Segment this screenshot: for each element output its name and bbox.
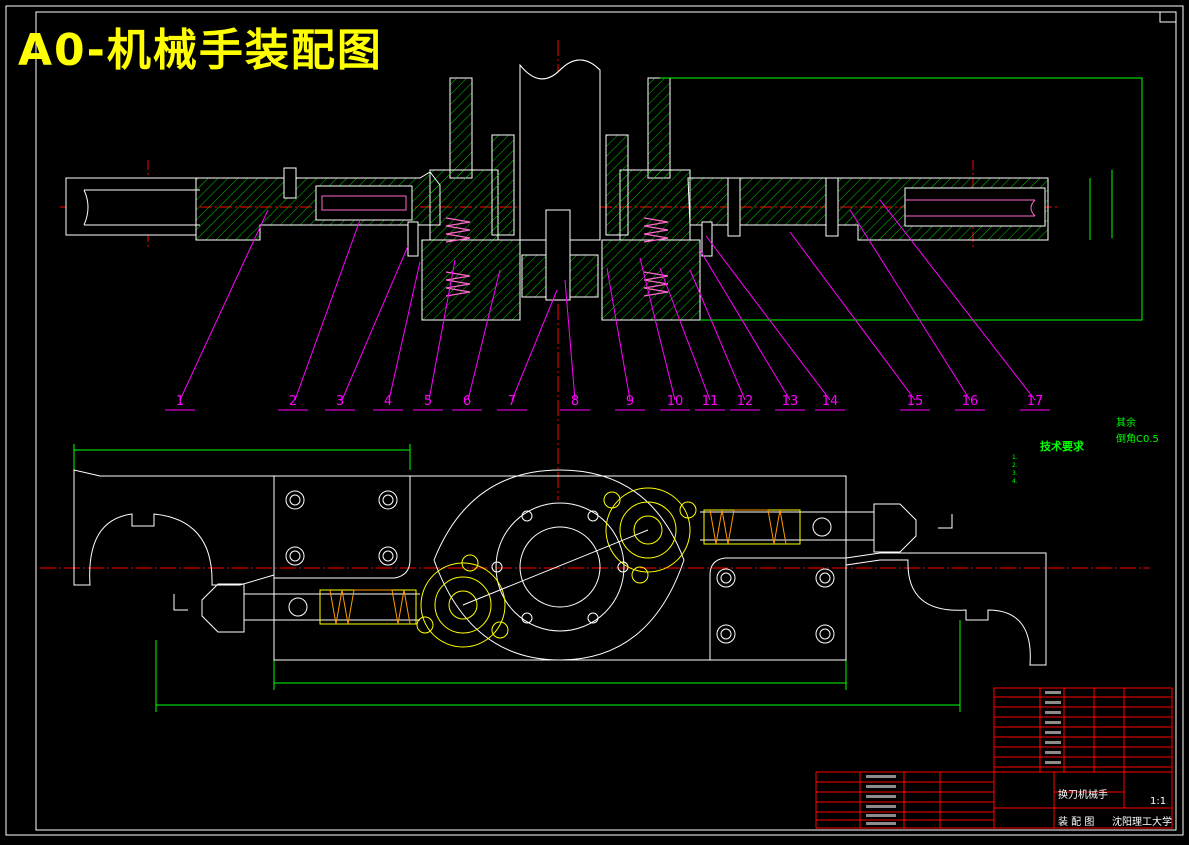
scale: 1:1 [1150, 796, 1167, 807]
cam-lever-right [603, 487, 697, 584]
link-rod [462, 529, 649, 606]
bushing-right [605, 134, 629, 236]
drawing-title: A0-机械手装配图 [18, 25, 383, 76]
housing-right-mid [619, 169, 691, 241]
school-name: 沈阳理工大学 [1112, 817, 1172, 828]
dimension-frame [660, 77, 1143, 321]
tech-requirement-line: 4. [1012, 478, 1018, 485]
balloon-1: 1 [175, 394, 185, 409]
view-mark-left [173, 594, 188, 611]
housing-left-upper [449, 77, 473, 179]
spring-right [709, 509, 787, 545]
plunger-right [700, 503, 917, 553]
inner-frame [35, 11, 1177, 831]
disc-springs-right [643, 217, 669, 297]
rotor-arc [433, 469, 685, 661]
tech-requirements-heading: 技术要求 [1040, 440, 1084, 453]
shaft-break [519, 59, 601, 80]
plate-step-left [274, 475, 411, 579]
balloon-2: 2 [288, 394, 298, 409]
part-name: 换刀机械手 [1058, 790, 1108, 801]
balloon-13: 13 [781, 394, 799, 409]
arm-left-slot [315, 185, 413, 221]
balloon-8: 8 [570, 394, 580, 409]
hub-inner [519, 526, 601, 608]
jaw-right [845, 552, 1047, 666]
screw-left-2 [407, 221, 419, 257]
corner-mark [1159, 11, 1177, 23]
housing-left-lower [421, 239, 521, 321]
balloon-5: 5 [423, 394, 433, 409]
outer-frame [5, 5, 1184, 836]
screw-left [283, 167, 297, 199]
tech-requirement-line: 1. [1012, 454, 1018, 461]
arm-left-pin [321, 195, 407, 211]
balloon-11: 11 [701, 394, 719, 409]
balloon-17: 17 [1026, 394, 1044, 409]
balloon-15: 15 [906, 394, 924, 409]
tech-requirement-line: 2. [1012, 462, 1018, 469]
jaw-left [73, 469, 275, 586]
housing-right-upper [647, 77, 671, 179]
balloon-16: 16 [961, 394, 979, 409]
balloon-6: 6 [462, 394, 472, 409]
center-bolt [545, 209, 571, 301]
gripper-left-groove [83, 189, 200, 226]
screw-right-3 [701, 221, 713, 257]
title-block-fill [866, 691, 1061, 825]
drawing-type: 装 配 图 [1058, 817, 1095, 828]
bushing-left [491, 134, 515, 236]
housing-right-lower [601, 239, 701, 321]
balloon-12: 12 [736, 394, 754, 409]
screw-right-1 [727, 177, 741, 237]
disc-springs-left [445, 217, 471, 297]
plate-step-right [709, 557, 846, 661]
balloon-9: 9 [625, 394, 635, 409]
gripper-left [65, 177, 197, 236]
plunger-left [201, 583, 420, 633]
roughness-note: 其余 [1116, 418, 1136, 429]
spring-left [329, 589, 411, 625]
view-mark-right [938, 514, 953, 529]
balloon-3: 3 [335, 394, 345, 409]
gripper-right-groove [905, 199, 1036, 217]
cam-lever-left [416, 554, 509, 648]
gripper-right-slot [904, 187, 1046, 227]
screw-right-2 [825, 177, 839, 237]
tech-requirement-line: 3. [1012, 470, 1018, 477]
balloon-4: 4 [383, 394, 393, 409]
title-block [815, 687, 1173, 829]
balloon-7: 7 [507, 394, 517, 409]
balloon-14: 14 [821, 394, 839, 409]
bolt-holes [285, 490, 835, 644]
balloon-10: 10 [666, 394, 684, 409]
leader-lines [179, 199, 1036, 401]
hub-outer [495, 502, 625, 632]
chamfer-note: 倒角C0.5 [1116, 434, 1159, 445]
